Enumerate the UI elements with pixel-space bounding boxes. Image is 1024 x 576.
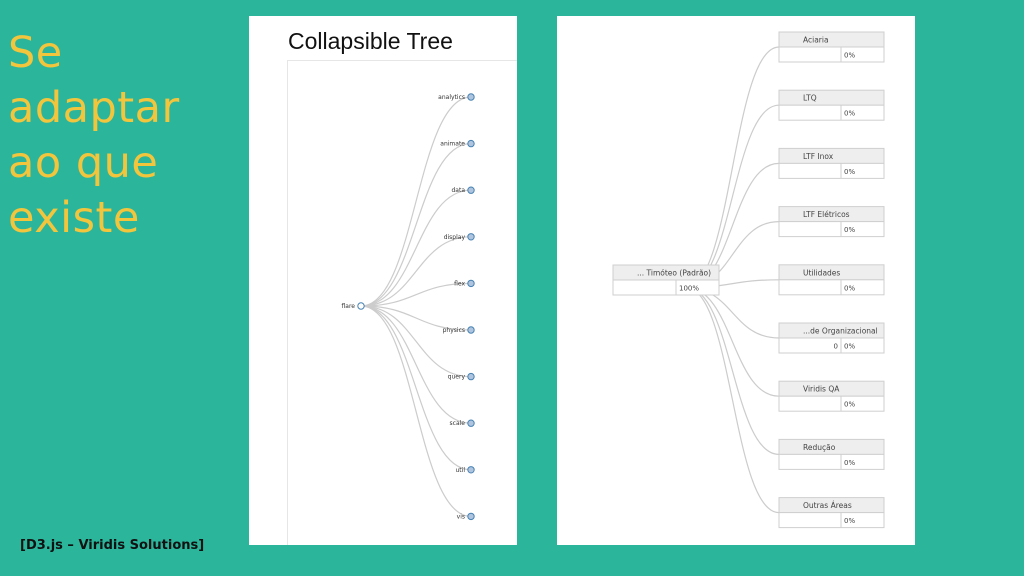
collapsible-tree-title: Collapsible Tree xyxy=(288,28,453,54)
org-box-utilidades-value-right: 0% xyxy=(844,284,855,292)
tree-node-label-query: query xyxy=(448,374,466,381)
org-root-box-body xyxy=(612,279,720,296)
org-box-outras-reas[interactable]: Outras Áreas 0% xyxy=(778,497,885,529)
headline-line-3: ao que xyxy=(8,138,159,188)
org-box-de-organizacional[interactable]: ...de Organizacional 0 0% xyxy=(778,322,885,354)
org-box-utilidades-body xyxy=(778,279,885,296)
tree-root-node[interactable] xyxy=(357,302,365,310)
org-box-ltf-el-tricos-value-right: 0% xyxy=(844,226,855,234)
tree-link-physics xyxy=(360,305,472,331)
org-root-box-value-right: 100% xyxy=(679,285,699,293)
headline-line-1: Se xyxy=(8,28,63,78)
tree-node-label-flex: flex xyxy=(454,280,465,287)
tree-node-analytics[interactable] xyxy=(467,93,475,101)
org-box-ltf-inox-title: LTF Inox xyxy=(803,152,834,161)
org-box-viridis-qa-value-right: 0% xyxy=(844,401,855,409)
org-box-viridis-qa-body xyxy=(778,395,885,412)
org-box-de-organizacional-value-left: 0 xyxy=(834,343,838,351)
org-link-viridis-qa xyxy=(685,286,780,397)
headline-line-2: adaptar xyxy=(8,83,180,133)
tree-node-physics[interactable] xyxy=(467,326,475,334)
org-box-aciaria-header xyxy=(778,31,885,48)
tree-link-display xyxy=(360,236,472,307)
tree-link-query xyxy=(360,305,472,378)
tree-node-label-data: data xyxy=(451,187,465,194)
headline-line-4: existe xyxy=(8,193,140,243)
org-box-outras-reas-title: Outras Áreas xyxy=(803,501,852,510)
org-link-ltq xyxy=(685,104,780,289)
tree-node-query[interactable] xyxy=(467,372,475,381)
org-box-utilidades[interactable]: Utilidades 0% xyxy=(778,264,885,296)
collapsible-tree-panel: Collapsible Tree analytics animate data dis… xyxy=(249,16,517,545)
tree-root-label: flare xyxy=(342,303,356,310)
tree-link-analytics xyxy=(360,96,472,307)
org-box-de-organizacional-value-right: 0% xyxy=(844,343,855,351)
org-box-ltf-el-tricos-body xyxy=(778,221,885,238)
org-box-ltf-inox[interactable]: LTF Inox 0% xyxy=(778,147,885,179)
org-box-de-organizacional-body xyxy=(778,337,885,354)
tree-node-display[interactable] xyxy=(467,233,475,241)
org-box-viridis-qa[interactable]: Viridis QA 0% xyxy=(778,380,885,412)
org-box-ltf-el-tricos-title: LTF Elétricos xyxy=(803,210,850,219)
tree-link-scale xyxy=(360,305,472,424)
tree-frame xyxy=(287,60,517,545)
tree-node-label-animate: animate xyxy=(440,141,465,148)
credit-caption: [D3.js – Viridis Solutions] xyxy=(20,538,205,553)
org-box-utilidades-title: Utilidades xyxy=(803,268,840,277)
tree-link-animate xyxy=(360,143,472,307)
org-box-ltq-header xyxy=(778,89,885,106)
tree-node-data[interactable] xyxy=(467,186,475,194)
org-root-box-title: ... Timóteo (Padrão) xyxy=(637,269,711,278)
org-box-ltq-value-right: 0% xyxy=(844,110,855,118)
org-box-redu-o-body xyxy=(778,453,885,470)
org-box-ltq[interactable]: LTQ 0% xyxy=(778,89,885,121)
tree-link-data xyxy=(360,189,472,307)
org-root-box[interactable]: ... Timóteo (Padrão) 100% xyxy=(612,264,720,296)
tree-node-label-scale: scale xyxy=(450,420,466,427)
org-box-aciaria[interactable]: Aciaria 0% xyxy=(778,31,885,63)
tree-node-label-util: util xyxy=(456,467,466,474)
tree-node-vis[interactable] xyxy=(467,512,475,521)
tree-node-scale[interactable] xyxy=(467,419,475,427)
org-box-redu-o[interactable]: Redução 0% xyxy=(778,438,885,470)
org-box-outras-reas-value-right: 0% xyxy=(844,517,855,525)
org-box-ltq-title: LTQ xyxy=(803,94,817,103)
org-box-redu-o-value-right: 0% xyxy=(844,459,855,467)
org-box-ltf-inox-body xyxy=(778,162,885,179)
org-link-outras-reas xyxy=(685,286,780,514)
headline: Se adaptar ao que existe xyxy=(8,26,180,246)
tree-node-label-vis: vis xyxy=(457,513,465,520)
tree-node-label-physics: physics xyxy=(443,327,465,334)
tree-node-label-display: display xyxy=(444,234,466,241)
org-box-viridis-qa-title: Viridis QA xyxy=(803,385,840,394)
tree-link-flex xyxy=(360,282,472,307)
org-box-aciaria-value-right: 0% xyxy=(844,52,855,60)
org-box-ltf-el-tricos[interactable]: LTF Elétricos 0% xyxy=(778,206,885,238)
org-box-de-organizacional-title: ...de Organizacional xyxy=(803,327,878,336)
org-box-ltq-body xyxy=(778,104,885,121)
tree-node-util[interactable] xyxy=(467,466,475,474)
tree-link-vis xyxy=(360,305,472,517)
org-box-outras-reas-body xyxy=(778,512,885,529)
org-box-redu-o-title: Redução xyxy=(803,443,836,452)
tree-node-animate[interactable] xyxy=(467,139,475,148)
tree-link-util xyxy=(360,305,472,471)
collapsible-tree-diagram: analytics animate data display flex physics qu… xyxy=(342,93,475,521)
org-box-aciaria-title: Aciaria xyxy=(803,36,829,45)
org-box-aciaria-body xyxy=(778,46,885,63)
org-box-ltf-inox-value-right: 0% xyxy=(844,168,855,176)
tree-node-label-analytics: analytics xyxy=(438,94,465,101)
tree-node-flex[interactable] xyxy=(467,279,475,288)
